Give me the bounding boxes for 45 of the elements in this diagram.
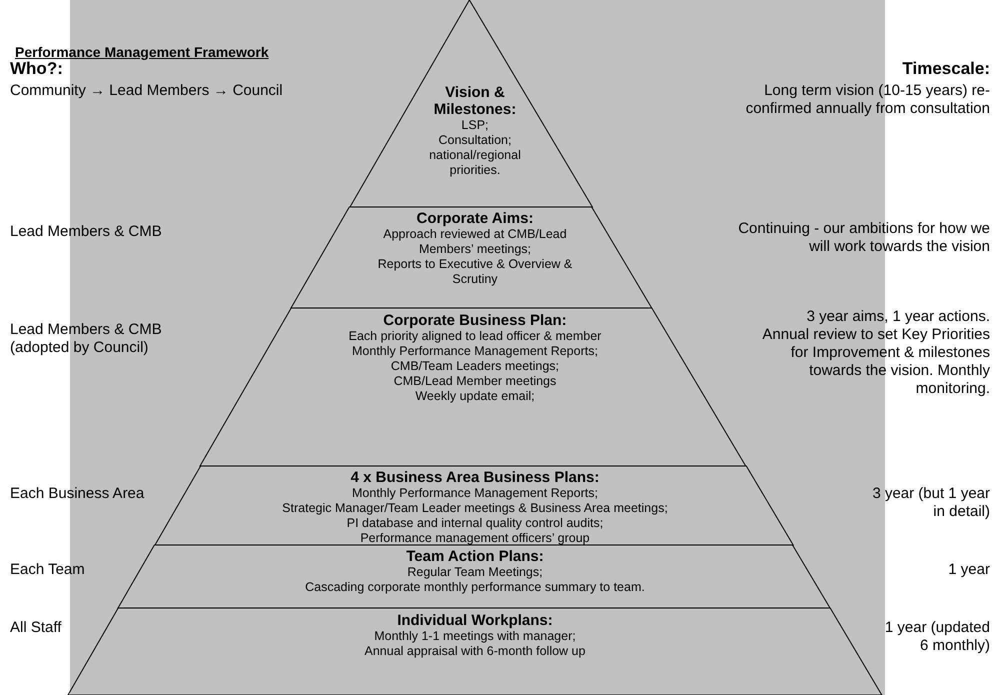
who-text: Lead Members & CMB <box>10 223 162 241</box>
pyramid-tier <box>350 0 592 207</box>
column-heading: Who?: <box>10 60 63 78</box>
timescale-text: 3 year aims, 1 year actions. Annual review to set Key Priorities for Improvement & milestones towards the vision. Monthly monitoring. <box>762 308 990 398</box>
who-text: Community → Lead Members → Council <box>10 82 283 100</box>
tier-item: Monthly 1-1 meetings with manager; <box>374 629 576 644</box>
tier-item: Approach reviewed at CMB/Lead Members’ meetings; <box>382 227 568 257</box>
tier-item: Consultation; <box>438 133 512 148</box>
tier-item: Reports to Executive & Overview & Scrutiny <box>376 257 574 287</box>
who-text: Each Team <box>10 561 85 579</box>
tier-item: CMB/Team Leaders meetings; <box>390 359 560 374</box>
tier-item: Monthly Performance Management Reports; <box>352 344 598 359</box>
who-text: Each Business Area <box>10 485 144 503</box>
tier-item: Each priority aligned to lead officer & member <box>348 329 602 344</box>
column-heading: Timescale: <box>902 60 990 78</box>
title: Performance Management Framework <box>15 43 269 61</box>
tier-item: Strategic Manager/Team Leader meetings & Business Area meetings; <box>282 501 668 516</box>
tier-item: Monthly Performance Management Reports; <box>352 486 598 501</box>
timescale-text: 3 year (but 1 year in detail) <box>871 485 990 521</box>
timescale-text: 1 year <box>948 561 990 579</box>
tier-heading: Corporate Business Plan: <box>383 312 567 329</box>
tier-item: Annual appraisal with 6-month follow up <box>364 644 586 659</box>
pyramid-tier <box>154 466 793 545</box>
tier-heading: 4 x Business Area Business Plans: <box>350 469 600 486</box>
tier-item: Regular Team Meetings; <box>407 565 543 580</box>
who-text: All Staff <box>10 619 62 637</box>
tier-item: Weekly update email; <box>415 389 535 404</box>
timescale-text: Long term vision (10-15 years) re-confirmed annually from consultation <box>744 82 990 118</box>
tier-heading: Team Action Plans: <box>406 548 544 565</box>
who-text: Lead Members & CMB (adopted by Council) <box>10 321 163 357</box>
tier-heading: Vision & Milestones: <box>432 84 518 118</box>
pyramid-tier <box>118 545 830 608</box>
pyramid-tier <box>291 207 652 308</box>
tier-heading: Individual Workplans: <box>397 612 553 629</box>
pyramid-tier <box>200 308 746 466</box>
tier-heading: Corporate Aims: <box>416 210 534 227</box>
tier-item: Cascading corporate monthly performance summary to team. <box>305 580 645 595</box>
pyramid-tier <box>68 608 882 695</box>
tier-item: PI database and internal quality control audits; <box>346 516 604 531</box>
tier-item: national/regional priorities. <box>428 148 522 178</box>
tier-item: CMB/Lead Member meetings <box>394 374 556 389</box>
timescale-text: 1 year (updated 6 monthly) <box>884 619 990 655</box>
timescale-text: Continuing - our ambitions for how we will work towards the vision <box>737 220 990 256</box>
tier-item: Performance management officers’ group <box>360 531 590 546</box>
tier-item: LSP; <box>461 118 489 133</box>
